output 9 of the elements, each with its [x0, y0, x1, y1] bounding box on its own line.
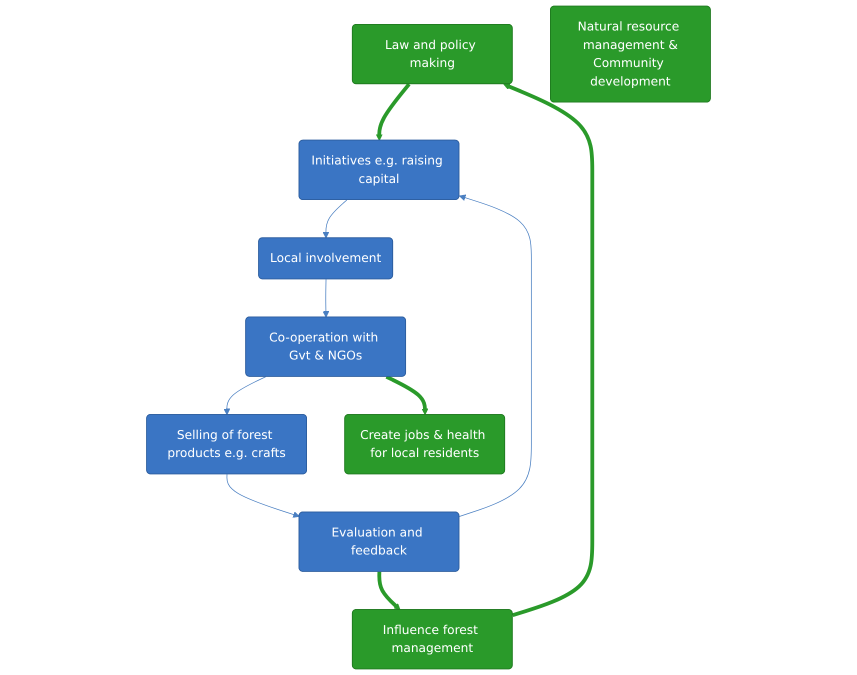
arrow — [376, 82, 411, 141]
arrow — [377, 572, 400, 610]
arrow — [458, 194, 532, 517]
arrow — [224, 376, 266, 416]
arrow — [322, 200, 348, 238]
arrow — [503, 83, 594, 618]
arrow — [386, 375, 428, 416]
arrow — [226, 474, 300, 518]
arrow — [322, 278, 330, 318]
